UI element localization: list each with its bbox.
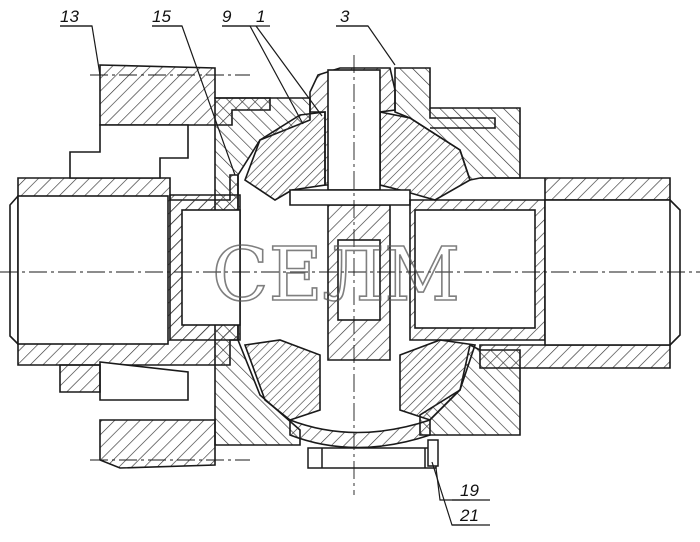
- callout-1: 1: [256, 7, 265, 26]
- callout-9: 9: [222, 7, 232, 26]
- center-lines: [0, 55, 700, 495]
- callout-21: 21: [459, 506, 479, 525]
- callout-19: 19: [460, 481, 479, 500]
- lower-pinion: [243, 339, 477, 449]
- upper-pinion: [244, 111, 471, 201]
- callout-3: 3: [340, 7, 350, 26]
- callout-15: 15: [152, 7, 171, 26]
- right-side-gear: [409, 199, 546, 341]
- watermark-text: СЕЛМ: [212, 232, 460, 318]
- left-housing: [59, 64, 271, 469]
- right-shaft: [479, 177, 681, 369]
- lock-pin: [307, 439, 439, 469]
- left-side-gear: [169, 194, 241, 341]
- callout-labels: 13 15 9 1 3 19 21: [60, 7, 490, 526]
- callout-13: 13: [60, 7, 79, 26]
